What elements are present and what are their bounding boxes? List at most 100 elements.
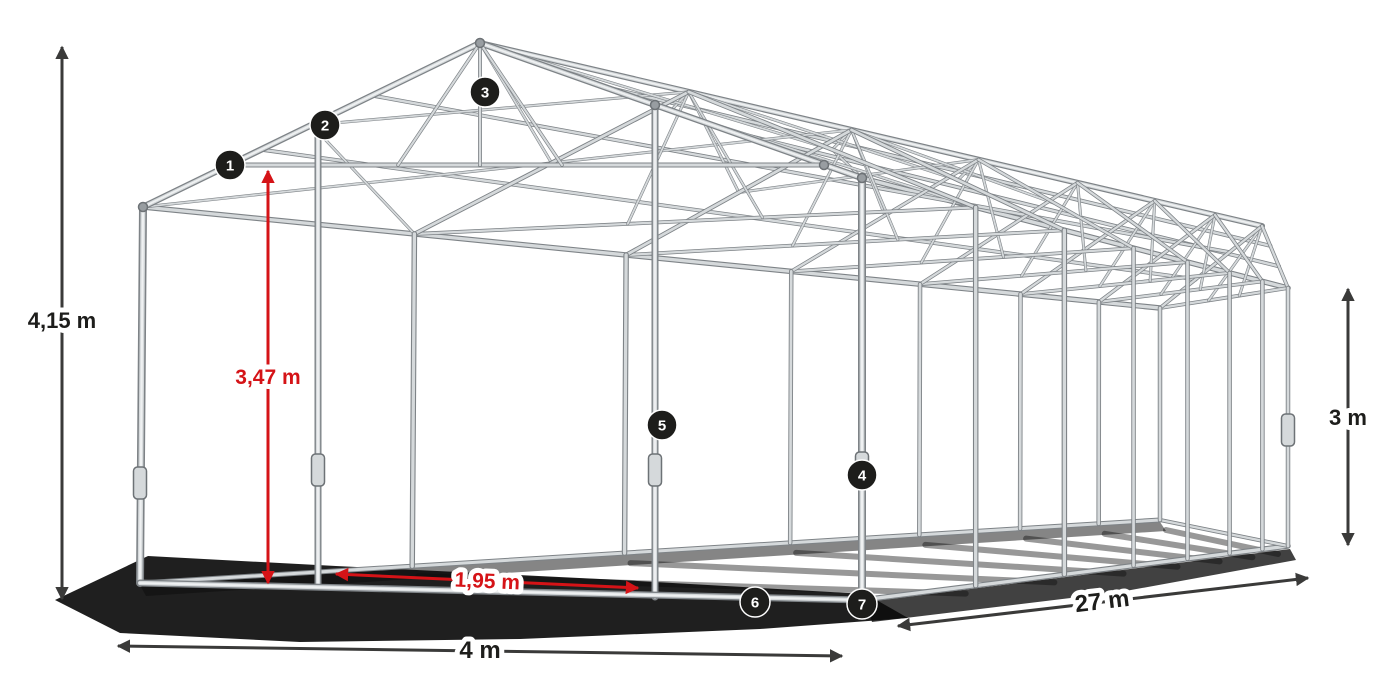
frame-line xyxy=(138,205,145,585)
frame-line xyxy=(479,42,1263,227)
frame-member xyxy=(1075,181,1088,272)
frame-member xyxy=(621,252,629,556)
frame-member xyxy=(1260,224,1290,290)
frame-line xyxy=(1097,280,1264,304)
frame-member xyxy=(687,90,764,219)
length-label: 27 m xyxy=(1073,585,1130,618)
frame-member xyxy=(789,246,1136,274)
frame-line xyxy=(788,270,793,545)
post-connector-sleeve xyxy=(1280,413,1296,447)
part-marker-1: 1 xyxy=(214,149,246,181)
frame-line xyxy=(624,128,853,257)
frame-member xyxy=(1158,286,1290,310)
frame-member xyxy=(623,127,854,258)
frame-member xyxy=(1018,199,1157,297)
part-marker-circle xyxy=(309,109,341,141)
frame-line xyxy=(310,124,416,235)
part-marker-6: 6 xyxy=(739,586,771,618)
frame-line xyxy=(920,158,980,264)
frame-line xyxy=(790,158,980,273)
side-height-label: 3 m xyxy=(1329,405,1367,430)
part-marker-5: 5 xyxy=(646,409,678,441)
frame-line xyxy=(791,129,853,247)
frame-line xyxy=(687,90,978,209)
frame-member xyxy=(624,228,1067,257)
frame-member xyxy=(141,161,554,209)
frame-line xyxy=(1160,214,1216,296)
frame-line xyxy=(479,42,863,179)
frame-line xyxy=(259,148,1197,281)
frame-line xyxy=(1158,224,1264,310)
frame-line xyxy=(687,90,764,219)
part-marker-7: 7 xyxy=(846,588,878,620)
frame-line xyxy=(1153,199,1231,275)
frame-member xyxy=(789,157,981,274)
frame-member xyxy=(791,128,853,248)
frame-line xyxy=(142,161,553,208)
part-marker-2: 2 xyxy=(309,109,341,141)
part-marker-circle xyxy=(846,588,878,620)
frame-line xyxy=(977,158,1135,250)
shadow-streak xyxy=(793,549,1127,577)
width-label: 4 m xyxy=(459,637,500,664)
frame-member xyxy=(136,203,147,587)
frame-member xyxy=(476,39,866,182)
frame-joint xyxy=(856,172,868,184)
frame-line xyxy=(622,253,628,555)
frame-line xyxy=(1076,181,1189,264)
frame-member xyxy=(1096,279,1265,304)
frame-member xyxy=(258,147,1198,282)
frame-member xyxy=(1158,224,1264,310)
part-marker-circle xyxy=(214,149,246,181)
total-height-label: 4,15 m xyxy=(28,308,97,333)
frame-member xyxy=(477,40,1265,229)
frame-member xyxy=(370,93,1232,255)
frame-line xyxy=(850,129,899,241)
frame-member xyxy=(976,157,1136,251)
part-marker-number: 7 xyxy=(858,597,866,614)
part-marker-number: 6 xyxy=(751,595,759,612)
frame-line xyxy=(410,232,417,568)
frame-member xyxy=(849,127,1067,233)
part-marker-circle xyxy=(739,586,771,618)
part-marker-4: 4 xyxy=(846,459,878,491)
part-marker-number: 5 xyxy=(658,418,666,435)
frame-line xyxy=(396,41,482,167)
frame-line xyxy=(1158,286,1290,310)
frame-line xyxy=(1019,271,1231,296)
frame-joint xyxy=(474,37,486,49)
frame-joint xyxy=(137,201,149,213)
frame-line xyxy=(790,246,1135,273)
frame-line xyxy=(1213,213,1264,283)
part-marker-3: 3 xyxy=(469,76,501,108)
dim-side-height: 3 m xyxy=(1324,287,1372,547)
frame-member xyxy=(310,123,416,236)
frame-line xyxy=(918,260,1189,286)
frame-joint xyxy=(818,159,830,171)
frame-line xyxy=(1260,224,1290,290)
frame-line xyxy=(1019,199,1156,296)
part-marker-number: 3 xyxy=(481,85,489,102)
dimension-annotations: 4,15 m 3,47 m 3 m 4 m 27 m 1,95 m xyxy=(23,45,1372,669)
tent-frame-structure xyxy=(132,37,1296,604)
frame-line xyxy=(1076,181,1087,272)
dim-total-height: 4,15 m xyxy=(23,45,101,601)
frame-member xyxy=(1159,213,1217,296)
frame-member xyxy=(687,90,960,182)
frame-line xyxy=(917,282,922,537)
frame-member xyxy=(409,231,418,569)
frame-line xyxy=(1158,518,1290,548)
part-marker-circle xyxy=(469,76,501,108)
part-marker-number: 2 xyxy=(321,118,329,135)
frame-joint xyxy=(649,99,661,111)
frame-member xyxy=(919,158,980,265)
frame-member xyxy=(686,89,978,210)
frame-line xyxy=(687,90,959,181)
frame-member xyxy=(787,269,794,546)
part-markers: 1 2 3 4 5 6 7 xyxy=(214,76,878,620)
frame-member xyxy=(412,205,978,236)
frame-member xyxy=(1148,199,1157,283)
frame-member xyxy=(1158,518,1290,548)
